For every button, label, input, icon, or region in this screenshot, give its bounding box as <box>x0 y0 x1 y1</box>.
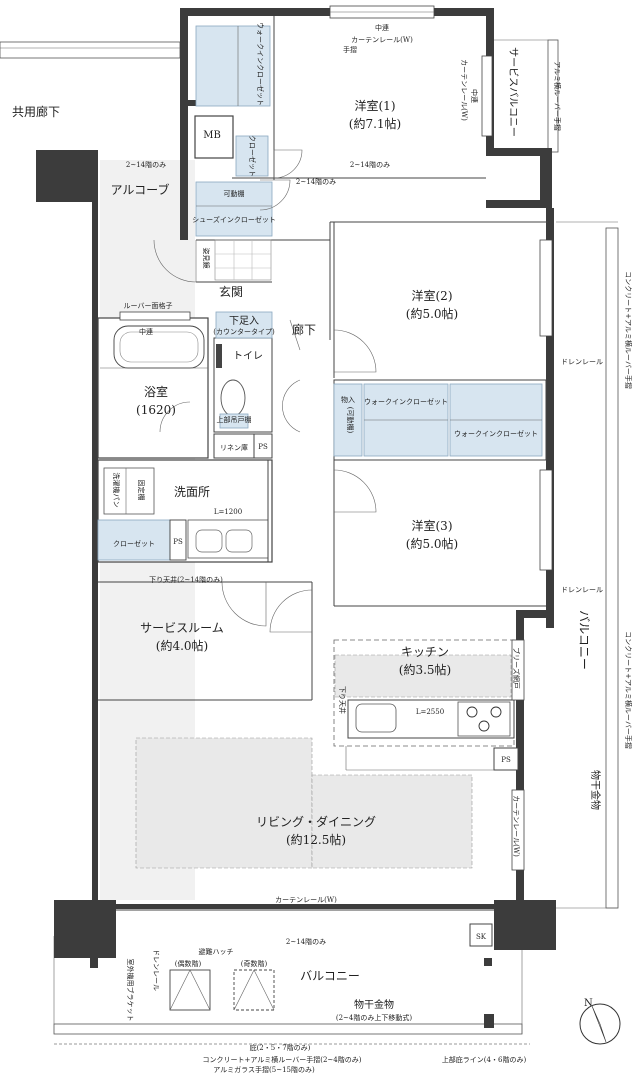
storage-note: (可動棚) <box>346 407 355 434</box>
shoes-in-label: シューズインクローゼット <box>192 215 276 224</box>
bath-size: (1620) <box>136 403 176 417</box>
floor14-a: 2~14階のみ <box>126 160 166 169</box>
entrance-name: 玄関 <box>219 284 243 299</box>
drain-rail-2: ドレンレール <box>561 586 603 594</box>
odd-floor-label: (奇数階) <box>241 959 268 968</box>
middle-rail-bath: 中連 <box>139 327 153 336</box>
drain-rail-bottom: ドレンレール <box>152 949 160 991</box>
ps-label-2: PS <box>173 538 183 546</box>
upper-eave-line: 上部庇ライン(4・6階のみ) <box>442 1055 527 1064</box>
partitions <box>97 16 548 947</box>
western1-size: (約7.1帖) <box>349 116 401 131</box>
balcony-outlines <box>0 39 619 1045</box>
floor14-c: 2~14階のみ <box>296 177 336 186</box>
western3-size: (約5.0帖) <box>406 536 458 551</box>
curtain-w-top: カーテンレール(W) <box>351 36 413 44</box>
washroom-name: 洗面所 <box>174 485 210 499</box>
walk-in-2-label: ウォークインクローゼット <box>364 397 448 406</box>
mb-label: MB <box>203 130 221 141</box>
corridor-name: 廊下 <box>292 322 316 337</box>
curtain-w-living: カーテンレール(W) <box>512 795 520 857</box>
toilet-name: トイレ <box>233 351 263 362</box>
living-name: リビング・ダイニング <box>256 814 376 829</box>
service-balcony-label: サービスバルコニー <box>507 47 519 137</box>
kitchen-size: (約3.5帖) <box>399 662 451 677</box>
dry-rack-note: (2~4階のみ上下移動式) <box>336 1013 413 1022</box>
walk-in-3-label: ウォークインクローゼット <box>454 429 538 438</box>
balcony-right-label: バルコニー <box>577 610 591 670</box>
western2-size: (約5.0帖) <box>406 306 458 321</box>
escape-hatch-label: 避難ハッチ <box>199 947 234 956</box>
common-corridor-name: 共用廊下 <box>12 104 60 119</box>
counter-l2550: L=2550 <box>416 708 444 716</box>
dry-rack-right: 物干金物 <box>589 770 602 810</box>
walls <box>36 8 556 1028</box>
concrete-louver-right: コンクリート+アルミ横ルーバー手摺 <box>624 271 633 389</box>
misc-labels: MB PS PS PS SK ルーバー面格子 中連 カーテンレール(W) 手摺 … <box>124 23 633 1074</box>
alum-louver-label: アルミ横ルーバー手摺 <box>553 61 562 131</box>
western2-name: 洋室(2) <box>412 288 453 303</box>
closet-wash-label: クローゼット <box>113 539 155 548</box>
balcony-bottom-label: バルコニー <box>300 969 360 983</box>
concrete-louver-right2: コンクリート+アルミ横ルーバー手摺 <box>624 631 633 749</box>
storage-labels: ウォークインクローゼット クローゼット 可動棚 シューズインクローゼット ウォー… <box>112 22 538 548</box>
movable-shelf-label: 可動棚 <box>224 189 245 198</box>
room-labels: 洋室(1) (約7.1帖) 洋室(2) (約5.0帖) 洋室(3) (約5.0帖… <box>12 98 458 847</box>
living-size: (約12.5帖) <box>286 832 346 847</box>
middle-rail-side: 中連 <box>470 89 479 103</box>
floor14-d: 2~14階のみ <box>286 937 326 946</box>
linen-label: リネン庫 <box>220 443 248 452</box>
middle-rail-top: 中連 <box>375 23 389 32</box>
dry-rack-bottom: 物干金物 <box>354 998 394 1011</box>
curtain-w-side: カーテンレール(W) <box>460 59 468 121</box>
ac-bracket-label: 室外機用ブラケット <box>126 959 135 1022</box>
north-arrow: N <box>579 998 621 1045</box>
louver-grille-label: ルーバー面格子 <box>124 301 173 310</box>
western3-name: 洋室(3) <box>412 518 453 533</box>
sk-label: SK <box>476 933 487 941</box>
bath-name: 浴室 <box>144 384 168 399</box>
shoe-box-type: (カウンタータイプ) <box>213 327 275 336</box>
eave-label: 庇(2・5・7階のみ) <box>250 1043 311 1052</box>
counter-l1200: L=1200 <box>214 508 242 516</box>
ps-label-3: PS <box>501 756 511 764</box>
drop-ceiling-label: 下り天井 <box>338 686 347 714</box>
storage-label: 物入 <box>341 395 355 404</box>
breeze-label: ブリーズ網戸 <box>512 647 521 689</box>
drain-rail-1: ドレンレール <box>561 358 603 366</box>
even-floor-label: (偶数階) <box>175 959 202 968</box>
western1-name: 洋室(1) <box>355 98 396 113</box>
escape-hatch-icons <box>169 969 275 1011</box>
curtain-w-bottom: カーテンレール(W) <box>275 896 337 904</box>
door-swings <box>153 149 377 633</box>
service-room-size: (約4.0帖) <box>156 638 208 653</box>
north-label: N <box>584 998 593 1009</box>
washer-pan-label: 洗濯機パン <box>112 472 121 507</box>
walk-in-1-label: ウォークインクローゼット <box>256 22 265 106</box>
ps-label-1: PS <box>258 443 268 451</box>
windows <box>119 5 553 871</box>
fixed-shelf-label: 固定棚 <box>137 480 146 501</box>
closet-small-label: クローゼット <box>248 135 257 177</box>
service-room-name: サービスルーム <box>140 621 224 635</box>
upper-cabinet-label: 上部吊戸棚 <box>217 415 252 424</box>
alum-glass-label: アルミガラス手摺(5~15階のみ) <box>213 1065 315 1074</box>
alcove-name: アルコーブ <box>111 182 170 197</box>
concrete-louver-bottom: コンクリート+アルミ横ルーバー手摺(2~4階のみ) <box>203 1055 362 1064</box>
drop-ceiling-14: 下り天井(2~14階のみ) <box>149 575 223 584</box>
handrail-label: 手摺 <box>343 45 357 54</box>
shoe-box-label: 下足入 <box>229 315 259 327</box>
peep-window-label: 姿見鏡 <box>202 248 211 269</box>
kitchen-name: キッチン <box>401 645 449 659</box>
floor14-b: 2~14階のみ <box>350 160 390 169</box>
